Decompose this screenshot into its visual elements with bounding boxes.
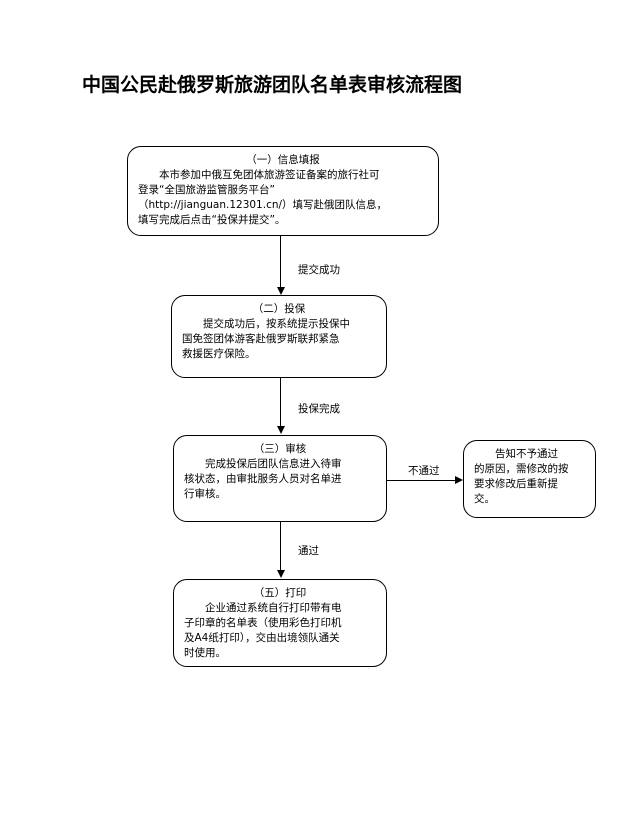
step-text: 企业通过系统自行打印带有电 (184, 602, 342, 614)
step-text: 完成投保后团队信息进入待审 (184, 458, 342, 470)
step-text: 子印章的名单表（使用彩色打印机 (184, 617, 342, 629)
edge-label-submit-success: 提交成功 (298, 264, 340, 276)
step-text: 的原因，需修改的按 (474, 463, 569, 475)
step-insurance: （二）投保 提交成功后，按系统提示投保中 国免签团体游客赴俄罗斯联邦紧急 救援医… (171, 295, 387, 378)
connector (280, 236, 282, 288)
step-text: 核状态，由审批服务人员对名单进 (184, 473, 342, 485)
step-review: （三）审核 完成投保后团队信息进入待审 核状态，由审批服务人员对名单进 行审核。 (173, 435, 387, 522)
step-text: 时使用。 (184, 647, 226, 659)
arrow-right-icon (455, 476, 463, 484)
connector (280, 522, 282, 571)
step-text: 交。 (474, 493, 495, 505)
step-heading: （二）投保 (252, 303, 306, 315)
arrow-down-icon (277, 287, 285, 295)
step-heading: （一）信息填报 (246, 154, 320, 166)
step-text: 登录“全国旅游监管服务平台” (138, 184, 275, 196)
step-text: 填写完成后点击“投保并提交”。 (138, 214, 286, 226)
step-text: 及A4纸打印），交由出境领队通关 (184, 632, 340, 644)
arrow-down-icon (277, 426, 285, 434)
step-text: 提交成功后，按系统提示投保中 (182, 318, 350, 330)
step-text: 国免签团体游客赴俄罗斯联邦紧急 (182, 333, 340, 345)
edge-label-fail: 不通过 (408, 465, 440, 477)
step-text: 告知不予通过 (474, 448, 558, 460)
step-text: 行审核。 (184, 488, 226, 500)
step-heading: （五）打印 (253, 587, 307, 599)
step-text: （http://jianguan.12301.cn/）填写赴俄团队信息， (138, 199, 388, 211)
step-text: 要求修改后重新提 (474, 478, 558, 490)
connector (280, 378, 282, 427)
edge-label-insured: 投保完成 (298, 403, 340, 415)
connector (387, 480, 455, 482)
arrow-down-icon (277, 570, 285, 578)
page-title: 中国公民赴俄罗斯旅游团队名单表审核流程图 (82, 74, 463, 96)
reject-notice: 告知不予通过 的原因，需修改的按 要求修改后重新提 交。 (463, 440, 596, 518)
step-text: 救援医疗保险。 (182, 348, 256, 360)
step-print: （五）打印 企业通过系统自行打印带有电 子印章的名单表（使用彩色打印机 及A4纸… (173, 579, 387, 667)
edge-label-pass: 通过 (298, 545, 319, 557)
step-info-entry: （一）信息填报 本市参加中俄互免团体旅游签证备案的旅行社可 登录“全国旅游监管服… (127, 146, 439, 236)
step-heading: （三）审核 (253, 443, 307, 455)
step-text: 本市参加中俄互免团体旅游签证备案的旅行社可 (138, 169, 380, 181)
